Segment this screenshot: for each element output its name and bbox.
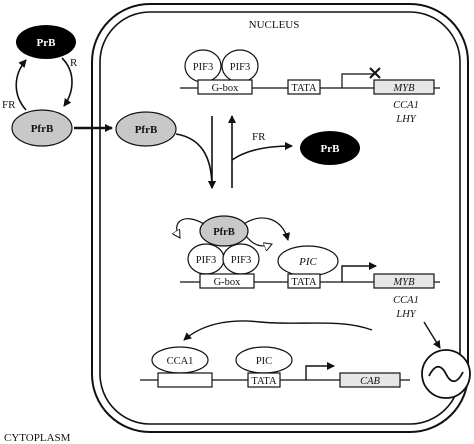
myb-gene-2 [373, 273, 435, 289]
fr-conversion-arrow-cytoplasm [15, 59, 27, 111]
gbox-1 [197, 79, 253, 95]
pfrb-binding-arrow [175, 133, 216, 189]
pif3-a-bottom-label: PIF3 [196, 255, 216, 266]
cab-gene-label: CAB [360, 376, 380, 387]
pfrb-bound [199, 215, 249, 247]
tata-2 [287, 273, 321, 289]
blocked-transcription-arrow [341, 73, 374, 88]
tata-2-label: TATA [291, 277, 317, 288]
tata-3-label: TATA [251, 376, 277, 387]
cca1-protein-label: CCA1 [167, 356, 194, 367]
transcription-arrow-cab [305, 362, 335, 380]
r-label: R [70, 57, 78, 69]
pic-1-label: PIC [298, 256, 317, 268]
pif3-b-bottom-label: PIF3 [231, 255, 251, 266]
cca1-gene-2-label: CCA1 [393, 295, 419, 306]
pif3-b-top-label: PIF3 [230, 62, 250, 73]
pfrb-to-pic-arrow [243, 217, 291, 241]
nucleus-label: NUCLEUS [249, 19, 300, 31]
pfrb-feedback-arrow-left [177, 218, 205, 238]
prb-cytoplasm-label: PrB [37, 37, 57, 49]
tata-3 [247, 372, 281, 388]
gbox-2-label: G-box [214, 277, 242, 288]
nucleus-envelope [91, 3, 469, 433]
transcription-arrow-myb [341, 262, 377, 282]
fr-label-cytoplasm: FR [2, 99, 16, 111]
cab-promoter: CCA1 PIC TATA CAB [140, 346, 410, 388]
pfrb-cytoplasm: PfrB [11, 109, 73, 147]
lhy-gene-1-label: LHY [395, 114, 416, 125]
pfrb-cytoplasm-label: PfrB [31, 123, 54, 135]
cca1-gene-1-label: CCA1 [393, 100, 419, 111]
pfrb-bound-label: PfrB [213, 227, 235, 238]
cca1-binding-site [157, 372, 213, 388]
fr-label-nucleus: FR [252, 131, 266, 143]
promoter-active: PIF3 PIF3 PfrB PIC G-box TATA MYB CCA1 L… [177, 215, 440, 320]
pic-2-label: PIC [256, 356, 272, 367]
circadian-clock-icon [421, 349, 471, 399]
lhy-gene-2-label: LHY [395, 309, 416, 320]
cytoplasm-label: CYTOPLASM [4, 432, 71, 444]
fr-release-arrow [231, 142, 293, 161]
pfrb-nucleus: PfrB [115, 111, 177, 147]
prb-nucleus: PrB [300, 131, 360, 165]
pif3-a-top-label: PIF3 [193, 62, 213, 73]
myb-gene-1-label: MYB [393, 83, 416, 94]
cca1-feedback-arrow [183, 320, 373, 341]
gbox-1-label: G-box [212, 83, 240, 94]
cab-gene [339, 372, 401, 388]
myb-to-clock-arrow [423, 321, 441, 349]
myb-gene-1 [373, 79, 435, 95]
prb-nucleus-label: PrB [321, 143, 341, 155]
pfrb-nucleus-label: PfrB [135, 124, 158, 136]
blocked-x-icon [369, 67, 381, 79]
promoter-inactive: PIF3 PIF3 G-box TATA MYB CCA1 LHY [180, 49, 440, 125]
tata-1 [287, 79, 321, 95]
pfrb-feedback-arrow-right [245, 235, 272, 246]
prb-cytoplasm: PrB [16, 25, 76, 59]
tata-1-label: TATA [291, 83, 317, 94]
gbox-2 [199, 273, 255, 289]
myb-gene-2-label: MYB [393, 277, 416, 288]
r-conversion-arrow [61, 57, 73, 107]
